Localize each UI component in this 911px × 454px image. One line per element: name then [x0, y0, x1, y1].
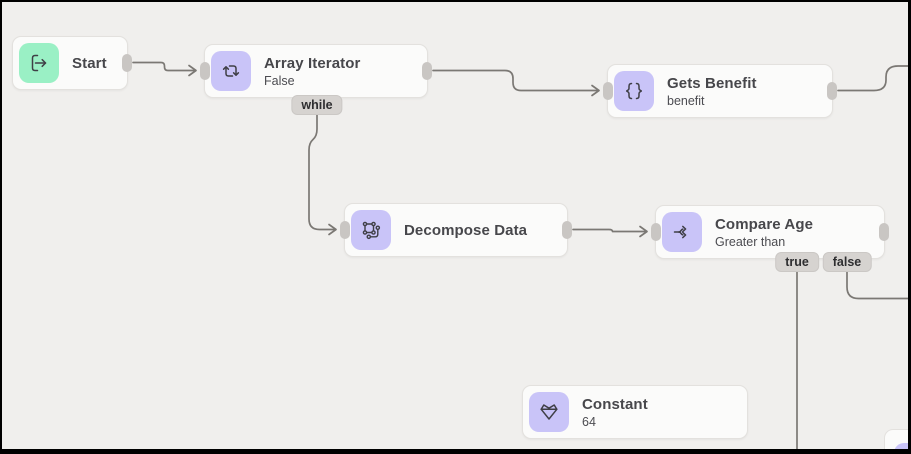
wire-start-to-array-iterator [132, 61, 196, 72]
loop-icon [211, 51, 251, 91]
ungroup-icon [351, 210, 391, 250]
wire-while-to-decompose-data [308, 112, 336, 231]
input-port[interactable] [340, 221, 350, 239]
while-badge: while [291, 95, 343, 115]
node-title: Decompose Data [404, 221, 528, 239]
node-subtitle: 64 [582, 414, 596, 429]
input-port[interactable] [603, 82, 613, 100]
node-decompose-data[interactable]: Decompose Data [340, 203, 572, 257]
wire-false-to-offscreen-right [846, 271, 911, 300]
node-gets-benefit[interactable]: Gets Benefit benefit [603, 64, 837, 118]
node-constant[interactable]: Constant 64 [522, 385, 748, 439]
node-title: Start [72, 54, 107, 72]
node-array-iterator[interactable]: Array Iterator False [200, 44, 432, 98]
node-start[interactable]: Start [12, 36, 132, 90]
arrowhead-icon [591, 84, 600, 97]
wire-array-iterator-to-gets-benefit [432, 69, 599, 92]
input-port[interactable] [651, 223, 661, 241]
output-port[interactable] [879, 223, 889, 241]
node-title: Gets Benefit [667, 74, 757, 92]
wire-gets-benefit-to-offscreen [837, 65, 911, 92]
node-compare-age[interactable]: Compare Age Greater than [651, 205, 889, 259]
node-partial-bottom-right[interactable] [884, 429, 911, 454]
node-title: Constant [582, 395, 648, 413]
node-subtitle: Greater than [715, 234, 786, 249]
input-port[interactable] [200, 62, 210, 80]
false-badge: false [822, 252, 872, 272]
node-subtitle: benefit [667, 93, 705, 108]
gem-icon [529, 392, 569, 432]
output-port[interactable] [422, 62, 432, 80]
output-port[interactable] [562, 221, 572, 239]
arrowhead-icon [328, 223, 337, 236]
arrowhead-icon [639, 225, 648, 238]
split-icon [662, 212, 702, 252]
true-badge: true [775, 252, 819, 272]
wire-decompose-data-to-compare-age [572, 228, 647, 233]
output-port[interactable] [827, 82, 837, 100]
node-title: Compare Age [715, 215, 814, 233]
node-icon [894, 443, 911, 454]
output-port[interactable] [122, 54, 132, 72]
start-icon [19, 43, 59, 83]
node-title: Array Iterator [264, 54, 361, 72]
node-subtitle: False [264, 73, 295, 88]
braces-icon [614, 71, 654, 111]
arrowhead-icon [188, 64, 197, 77]
